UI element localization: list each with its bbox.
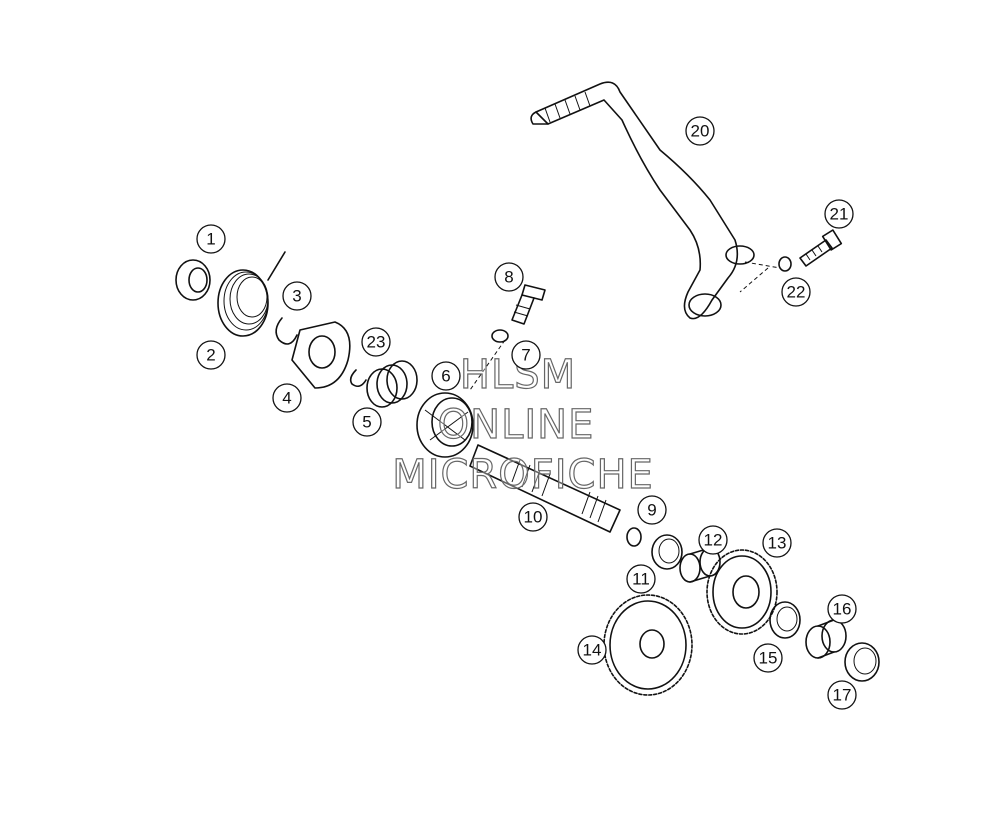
washer-part-11 — [651, 534, 683, 570]
circlip-part-23 — [349, 369, 367, 388]
washer-part-15 — [769, 601, 801, 639]
callout-4: 4 — [272, 383, 302, 413]
screw-part-8 — [511, 284, 546, 325]
circlip-part-3 — [275, 317, 298, 345]
svg-text:15: 15 — [759, 649, 778, 668]
callout-21: 21 — [824, 199, 854, 229]
callout-7: 7 — [511, 340, 541, 370]
callout-15: 15 — [753, 643, 783, 673]
watermark-line-2: ONLINE — [438, 402, 595, 448]
callout-14: 14 — [577, 635, 607, 665]
svg-text:3: 3 — [292, 287, 301, 306]
shaft-part-10 — [469, 444, 621, 533]
svg-text:7: 7 — [521, 346, 530, 365]
callout-3: 3 — [282, 281, 312, 311]
callout-5: 5 — [352, 407, 382, 437]
bushing-part-17 — [844, 642, 880, 682]
svg-text:16: 16 — [833, 600, 852, 619]
svg-text:21: 21 — [830, 205, 849, 224]
callout-16: 16 — [827, 594, 857, 624]
callout-10: 10 — [518, 502, 548, 532]
cover-plate-part-4 — [291, 321, 351, 389]
callout-23: 23 — [361, 327, 391, 357]
svg-text:5: 5 — [362, 413, 371, 432]
needle-bearing-part-16 — [805, 619, 847, 659]
washer-part-22 — [739, 256, 792, 293]
svg-text:11: 11 — [632, 570, 650, 589]
callout-9: 9 — [637, 495, 667, 525]
callout-6: 6 — [431, 361, 461, 391]
callout-1: 1 — [196, 224, 226, 254]
watermark-line-3: MICROFICHE — [392, 452, 654, 498]
washer-part-9 — [626, 527, 642, 547]
svg-text:4: 4 — [282, 389, 291, 408]
svg-text:17: 17 — [833, 686, 852, 705]
ratchet-gear-part-6 — [416, 392, 474, 458]
svg-text:6: 6 — [441, 367, 450, 386]
callout-12: 12 — [698, 525, 728, 555]
kick-lever-part-20 — [530, 81, 781, 320]
svg-text:8: 8 — [504, 268, 513, 287]
callout-13: 13 — [762, 528, 792, 558]
spring-part-2 — [217, 251, 286, 337]
gear-part-13 — [706, 549, 778, 635]
bushing-part-1 — [175, 259, 211, 301]
svg-text:20: 20 — [691, 122, 710, 141]
callout-17: 17 — [827, 680, 857, 710]
svg-text:14: 14 — [583, 641, 602, 660]
spring-part-5 — [366, 360, 418, 408]
svg-text:22: 22 — [787, 283, 806, 302]
svg-text:9: 9 — [647, 501, 656, 520]
svg-text:23: 23 — [367, 333, 386, 352]
svg-text:1: 1 — [206, 230, 215, 249]
washer-part-7 — [469, 329, 509, 391]
svg-text:2: 2 — [206, 346, 215, 365]
gear-part-14 — [603, 594, 693, 696]
svg-text:12: 12 — [704, 531, 723, 550]
callout-22: 22 — [781, 277, 811, 307]
svg-text:10: 10 — [524, 508, 543, 527]
callout-2: 2 — [196, 340, 226, 370]
callout-11: 11 — [626, 564, 656, 594]
svg-text:13: 13 — [768, 534, 787, 553]
callout-8: 8 — [494, 262, 524, 292]
bolt-part-21 — [799, 229, 843, 267]
callout-20: 20 — [685, 116, 715, 146]
